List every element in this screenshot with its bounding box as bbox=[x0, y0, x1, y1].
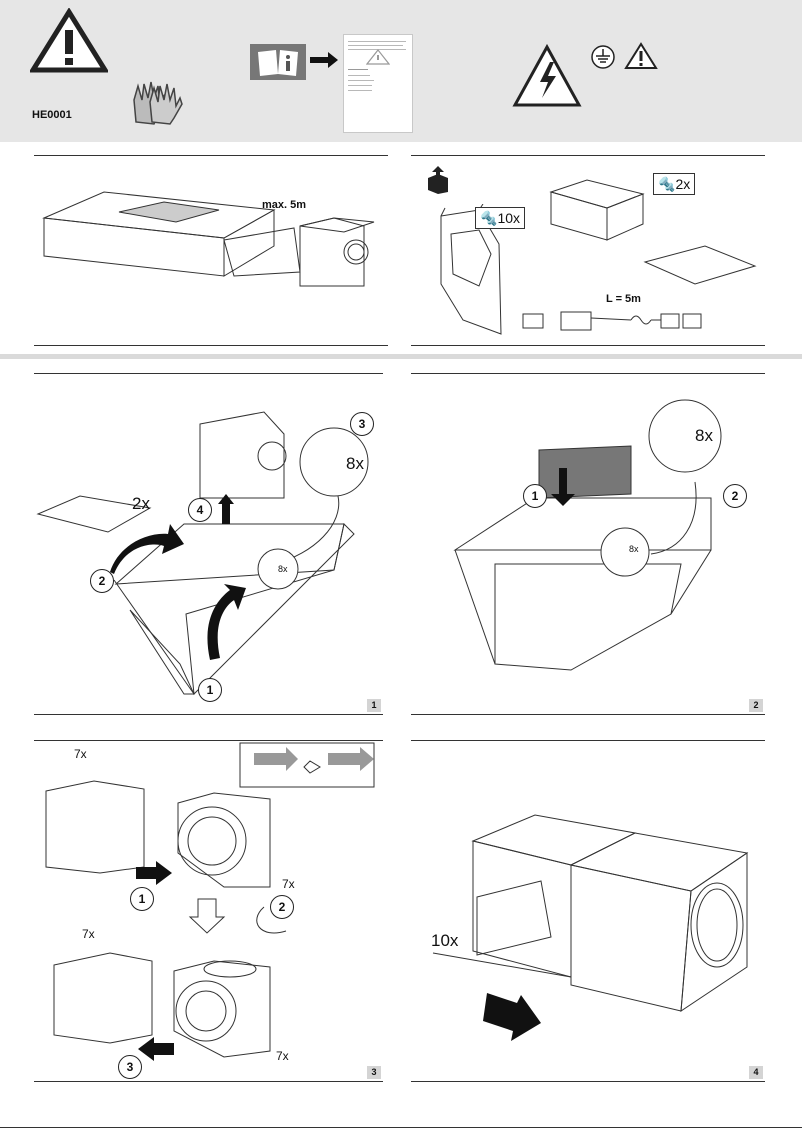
cable-length-label: L = 5m bbox=[606, 293, 641, 305]
step-3-panel: 7x 7x 7x 7x 1 2 3 3 bbox=[34, 740, 383, 1082]
callout-screw-count: 8x bbox=[695, 426, 713, 445]
motor-box-drawing bbox=[549, 179, 645, 241]
caution-icon bbox=[624, 42, 658, 69]
page-bottom-rule bbox=[0, 1127, 802, 1128]
bracket-screw-tag: 🔩10x bbox=[475, 207, 526, 229]
marker-3: 3 bbox=[350, 412, 374, 436]
screw-icon: 🔩 bbox=[658, 176, 676, 192]
marker-2: 2 bbox=[90, 569, 114, 593]
filter-count: 2x bbox=[132, 494, 150, 513]
product-code: HE0001 bbox=[32, 109, 72, 121]
box-screw-count: 2x bbox=[675, 176, 691, 192]
marker-2: 2 bbox=[723, 484, 747, 508]
electric-hazard-icon bbox=[512, 44, 582, 107]
step-1-panel: 2x 8x 8x 1 2 3 4 1 bbox=[34, 373, 383, 715]
bracket-screw-count: 10x bbox=[497, 210, 521, 226]
box-screw-tag: 🔩2x bbox=[653, 173, 696, 195]
cover-plate-drawing bbox=[643, 245, 757, 285]
ground-icon bbox=[591, 45, 615, 69]
step-number: 3 bbox=[367, 1066, 381, 1079]
screw-count: 8x bbox=[278, 564, 288, 574]
screw-icon: 🔩 bbox=[480, 210, 498, 226]
step-2-drawing bbox=[453, 399, 722, 671]
gloves-icon bbox=[133, 81, 183, 125]
cable-drawing bbox=[522, 311, 702, 331]
hood-assembly-drawing bbox=[42, 191, 375, 287]
screw-count-b: 7x bbox=[282, 877, 295, 891]
step-1-drawing bbox=[36, 411, 369, 696]
marker-2: 2 bbox=[270, 895, 294, 919]
overview-panel: max. 5m bbox=[34, 155, 388, 346]
step-number: 1 bbox=[367, 699, 381, 712]
marker-1: 1 bbox=[198, 678, 222, 702]
marker-4: 4 bbox=[188, 498, 212, 522]
screw-callout-circle bbox=[257, 548, 299, 590]
screw-count: 8x bbox=[629, 544, 639, 554]
warning-icon bbox=[30, 8, 108, 73]
callout-screw-count: 8x bbox=[346, 454, 364, 473]
step-number: 2 bbox=[749, 699, 763, 712]
marker-1: 1 bbox=[130, 887, 154, 911]
arrow-right-icon bbox=[310, 52, 338, 68]
contents-panel: 🔩10x 🔩2x L = 5m bbox=[411, 155, 765, 346]
step-4-panel: 10x 4 bbox=[411, 740, 765, 1082]
step-2-panel: 8x 8x 1 2 2 bbox=[411, 373, 765, 715]
max-length-label: max. 5m bbox=[262, 199, 307, 211]
screw-count-c: 7x bbox=[82, 927, 95, 941]
step-4-drawing bbox=[432, 814, 749, 1041]
box-contents-icon bbox=[428, 166, 448, 194]
manual-sheet-icon bbox=[343, 34, 413, 133]
section-divider bbox=[0, 354, 802, 359]
manual-info-icon bbox=[250, 44, 306, 80]
screw-count: 10x bbox=[431, 931, 459, 950]
marker-3: 3 bbox=[118, 1055, 142, 1079]
marker-1: 1 bbox=[523, 484, 547, 508]
screw-count-d: 7x bbox=[276, 1049, 289, 1063]
screw-count-a: 7x bbox=[74, 747, 87, 761]
step-3-drawing bbox=[45, 742, 375, 1061]
step-number: 4 bbox=[749, 1066, 763, 1079]
safety-header: HE0001 bbox=[0, 0, 802, 142]
